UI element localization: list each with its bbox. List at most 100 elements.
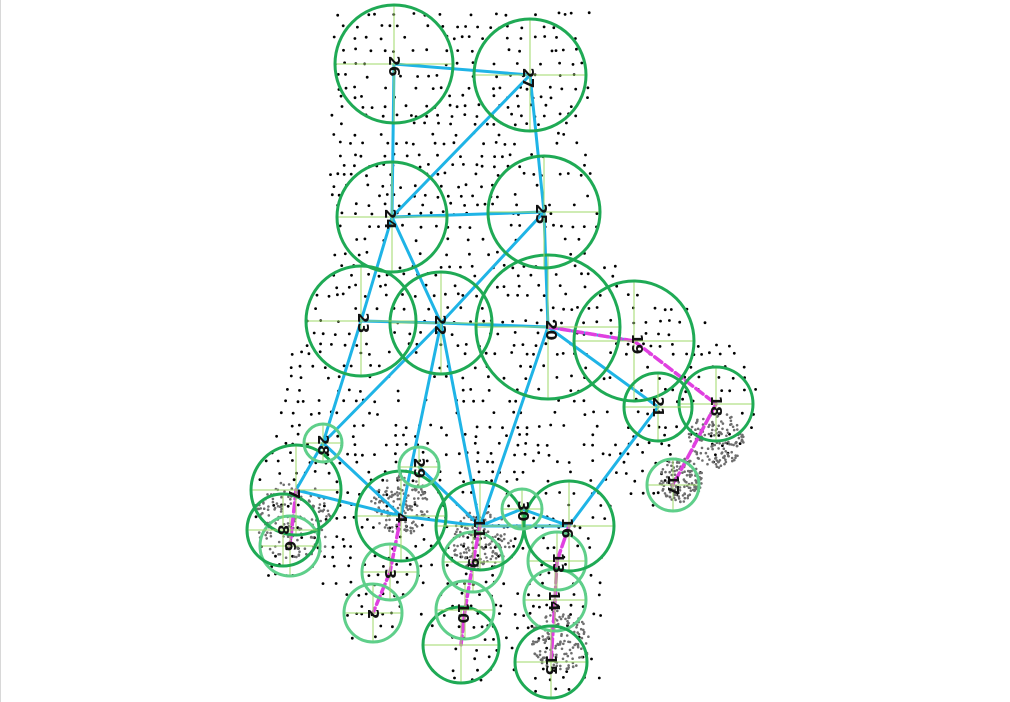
cloud-point <box>312 331 316 335</box>
cloud-point <box>468 252 471 256</box>
cloud-point <box>597 676 601 680</box>
cloud-point <box>724 458 727 462</box>
joint-13 <box>526 530 588 592</box>
cloud-point <box>354 307 358 310</box>
cloud-point <box>353 443 357 446</box>
cloud-point <box>486 511 490 514</box>
cloud-point <box>582 399 586 403</box>
cloud-point <box>505 36 509 40</box>
joint-circle <box>360 542 420 602</box>
cloud-point <box>271 551 275 554</box>
cloud-point <box>397 478 401 482</box>
cloud-point <box>390 526 394 529</box>
cloud-point <box>520 26 524 30</box>
cloud-point <box>332 564 336 568</box>
cloud-point <box>541 667 545 671</box>
cloud-point <box>412 121 416 125</box>
cloud-point <box>513 123 517 127</box>
cloud-point <box>421 490 424 494</box>
cloud-point <box>343 61 346 65</box>
joint-label-4: 4 <box>392 513 410 523</box>
cloud-point <box>338 461 342 465</box>
cloud-point <box>275 502 279 505</box>
cloud-point <box>626 342 630 346</box>
joint-label-18: 18 <box>707 396 725 417</box>
cloud-point <box>558 61 561 65</box>
cloud-point <box>661 468 665 471</box>
cloud-point <box>425 115 429 118</box>
cloud-point <box>535 321 539 325</box>
cloud-point <box>713 434 716 437</box>
cloud-point <box>554 644 558 648</box>
cloud-point <box>591 516 595 519</box>
cloud-point <box>469 388 473 391</box>
cloud-point <box>298 423 301 427</box>
cloud-point <box>731 459 734 463</box>
cloud-point <box>444 292 447 296</box>
joint-circle <box>622 371 694 443</box>
cloud-point <box>347 332 351 336</box>
cloud-point <box>346 452 349 456</box>
cloud-point <box>728 442 731 446</box>
cloud-point <box>658 377 661 380</box>
cloud-point <box>474 435 478 438</box>
cloud-point <box>385 523 388 527</box>
cloud-point <box>311 504 315 508</box>
cloud-point <box>431 132 435 136</box>
cloud-point <box>279 481 283 485</box>
cloud-point <box>532 604 535 608</box>
cloud-point <box>464 183 468 187</box>
cloud-point <box>393 492 397 496</box>
cloud-point <box>562 555 566 559</box>
cloud-point <box>480 185 483 189</box>
cloud-point <box>459 155 462 159</box>
cloud-point <box>569 470 572 474</box>
cloud-point <box>318 350 322 354</box>
cloud-point <box>541 581 544 585</box>
cloud-point <box>571 665 575 669</box>
cloud-point <box>518 49 521 53</box>
cloud-point <box>349 172 353 176</box>
cloud-point <box>459 530 462 534</box>
cloud-point <box>565 634 569 637</box>
cloud-point <box>435 224 438 228</box>
cloud-point <box>699 451 703 455</box>
cloud-point <box>396 580 399 584</box>
cloud-point <box>545 664 549 668</box>
cloud-point <box>516 293 519 297</box>
cloud-point <box>391 625 394 629</box>
cloud-point <box>720 389 724 392</box>
cloud-point <box>420 510 424 514</box>
cloud-point <box>515 478 519 481</box>
cloud-point <box>510 112 513 116</box>
cloud-point <box>425 104 429 108</box>
cloud-point <box>561 615 564 618</box>
cloud-point <box>347 388 351 392</box>
cloud-point <box>742 365 746 369</box>
cloud-point <box>531 640 535 643</box>
cloud-point <box>421 450 425 454</box>
cloud-point <box>732 428 736 432</box>
cloud-point <box>365 75 369 79</box>
cloud-point <box>563 237 567 241</box>
cloud-point <box>341 24 345 28</box>
cloud-point <box>361 141 364 145</box>
cloud-point <box>458 471 462 475</box>
cloud-point <box>399 74 402 78</box>
cloud-point <box>668 488 671 492</box>
cloud-point <box>319 519 323 523</box>
cloud-point <box>439 266 443 269</box>
cloud-point <box>492 87 495 91</box>
joint-circle <box>513 624 589 700</box>
cloud-point <box>688 432 692 436</box>
cloud-point <box>511 266 515 270</box>
cloud-point <box>383 49 387 53</box>
cloud-point <box>552 26 556 30</box>
cloud-point <box>537 637 541 640</box>
cloud-point <box>703 433 707 437</box>
cloud-point <box>569 613 572 616</box>
cloud-point <box>571 646 575 649</box>
cloud-point <box>464 547 468 551</box>
cloud-point <box>700 482 703 485</box>
cloud-point <box>524 319 528 322</box>
